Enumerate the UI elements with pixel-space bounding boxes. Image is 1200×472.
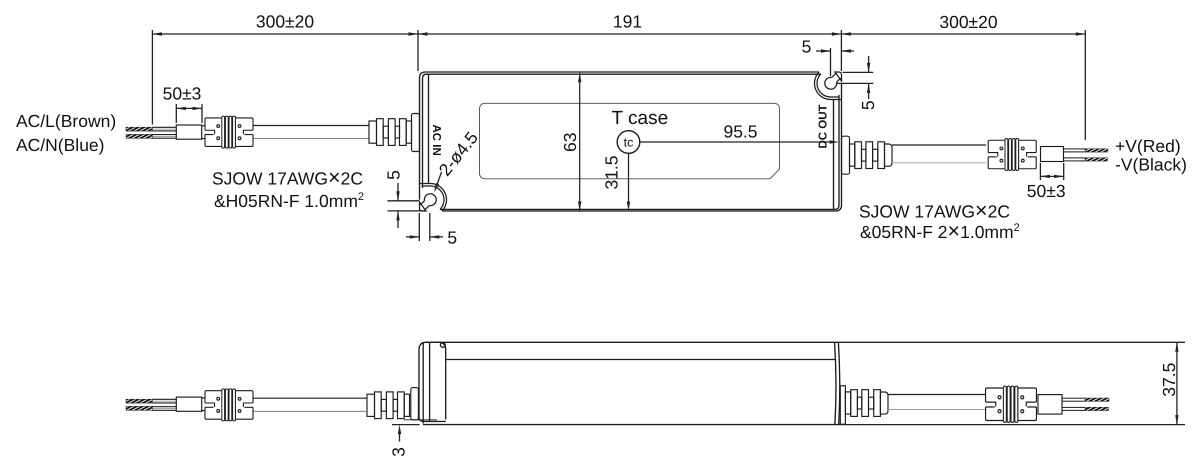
svg-text:AC/L(Brown): AC/L(Brown) xyxy=(16,111,116,131)
svg-text:31.5: 31.5 xyxy=(602,155,622,189)
svg-text:&H05RN-F 1.0mm2: &H05RN-F 1.0mm2 xyxy=(214,191,364,211)
svg-text:191: 191 xyxy=(613,12,642,32)
svg-text:50±3: 50±3 xyxy=(1027,181,1066,201)
svg-text:300±20: 300±20 xyxy=(939,12,998,32)
svg-text:T case: T case xyxy=(612,108,669,129)
svg-text:50±3: 50±3 xyxy=(163,84,202,104)
svg-text:95.5: 95.5 xyxy=(723,122,757,142)
svg-text:DC OUT: DC OUT xyxy=(818,104,830,148)
svg-text:AC IN: AC IN xyxy=(430,125,442,156)
svg-text:AC/N(Blue): AC/N(Blue) xyxy=(16,135,105,155)
svg-text:5: 5 xyxy=(384,170,404,180)
svg-text:3: 3 xyxy=(389,447,409,457)
svg-text:37.5: 37.5 xyxy=(1159,363,1179,397)
svg-text:SJOW 17AWG×2C: SJOW 17AWG×2C xyxy=(212,166,363,190)
svg-text:&05RN-F 2×1.0mm2: &05RN-F 2×1.0mm2 xyxy=(860,219,1020,243)
svg-text:+V(Red): +V(Red) xyxy=(1115,136,1181,156)
svg-text:5: 5 xyxy=(447,228,457,248)
svg-text:63: 63 xyxy=(560,133,580,152)
svg-text:SJOW 17AWG×2C: SJOW 17AWG×2C xyxy=(859,199,1010,223)
svg-text:300±20: 300±20 xyxy=(256,12,315,32)
svg-text:5: 5 xyxy=(802,37,812,57)
svg-text:-V(Black): -V(Black) xyxy=(1115,155,1187,175)
svg-text:5: 5 xyxy=(858,100,878,110)
svg-text:tc: tc xyxy=(624,136,634,150)
